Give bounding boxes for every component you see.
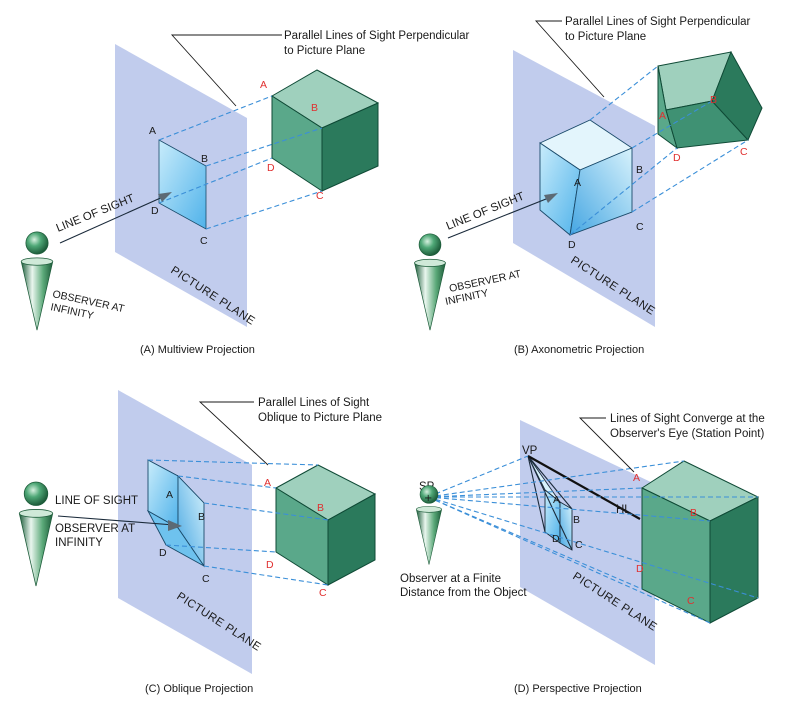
horizon-line xyxy=(527,455,641,520)
arrow-icon xyxy=(544,193,558,203)
sight-lines xyxy=(427,455,759,624)
point-label-c: C xyxy=(636,221,644,233)
object-label-c: C xyxy=(316,190,324,202)
arrow-icon xyxy=(168,520,182,531)
sight-line xyxy=(158,157,273,204)
vanishing-point-label: VP xyxy=(522,445,538,457)
point-label-c: C xyxy=(200,235,208,247)
note-leader xyxy=(534,20,605,98)
line-of-sight-arrow xyxy=(447,196,552,239)
note-leader xyxy=(198,401,269,466)
point-label-d: D xyxy=(159,547,167,559)
cube xyxy=(640,460,760,624)
point-label-b: B xyxy=(573,514,580,526)
line-of-sight-arrow xyxy=(59,195,166,244)
point-label-d: D xyxy=(568,239,576,251)
panel-perspective: Lines of Sight Converge at the Observer'… xyxy=(400,413,765,695)
note-line-2: to Picture Plane xyxy=(284,45,365,57)
point-label-c: C xyxy=(575,539,583,551)
note-line-2: Observer's Eye (Station Point) xyxy=(610,428,764,440)
object-label-d: D xyxy=(267,162,275,174)
sight-line xyxy=(147,459,319,466)
note-leader xyxy=(578,417,635,473)
observer-figure-icon xyxy=(18,481,54,587)
note-leader xyxy=(170,34,282,107)
sight-line xyxy=(205,190,323,230)
point-label-b: B xyxy=(636,164,643,176)
note-line-1: Parallel Lines of Sight Perpendicular xyxy=(284,30,470,42)
panel-oblique: Parallel Lines of Sight Oblique to Pictu… xyxy=(18,390,382,695)
caption: (A) Multiview Projection xyxy=(140,344,255,356)
caption: (C) Oblique Projection xyxy=(145,683,253,695)
caption: (B) Axonometric Projection xyxy=(514,344,644,356)
object-label-c: C xyxy=(740,146,748,158)
point-label-a: A xyxy=(166,489,173,501)
object-label-b: B xyxy=(317,502,324,514)
observer-figure-icon xyxy=(414,233,446,331)
object-label-a: A xyxy=(633,472,640,484)
picture-plane xyxy=(520,420,655,665)
line-of-sight-label: LINE OF SIGHT xyxy=(55,495,138,507)
note-line-1: Lines of Sight Converge at the xyxy=(610,413,765,425)
object-label-d: D xyxy=(673,152,681,164)
observer-figure-icon xyxy=(20,231,54,331)
object-label-c: C xyxy=(319,587,327,599)
cube xyxy=(657,50,763,150)
observer-label-line-1: Observer at a Finite xyxy=(400,573,501,585)
panel-axonometric: Parallel Lines of Sight Perpendicular to… xyxy=(414,16,763,356)
note-line-2: to Picture Plane xyxy=(565,31,646,43)
cube xyxy=(275,464,377,586)
object-label-a: A xyxy=(260,79,267,91)
projected-oblique-shape xyxy=(146,459,205,568)
sight-line xyxy=(203,502,329,521)
sight-line xyxy=(158,95,273,141)
horizon-line-label: HL xyxy=(616,504,631,516)
object-label-b: B xyxy=(710,94,717,106)
point-label-b: B xyxy=(198,511,205,523)
sight-line xyxy=(569,147,678,236)
svg-text:+: + xyxy=(424,493,432,504)
line-of-sight-arrow xyxy=(57,515,175,526)
panel-multiview: Parallel Lines of Sight Perpendicular to… xyxy=(20,30,470,356)
sight-line xyxy=(589,65,659,121)
cube xyxy=(271,69,380,192)
arrow-icon xyxy=(158,192,172,202)
projected-cube xyxy=(539,119,633,236)
caption: (D) Perspective Projection xyxy=(514,683,642,695)
projected-perspective-shape xyxy=(527,455,573,551)
note-line-1: Parallel Lines of Sight Perpendicular xyxy=(565,16,751,28)
sight-line xyxy=(631,139,749,213)
observer-label-line-1: OBSERVER AT xyxy=(55,523,135,535)
sight-line xyxy=(203,565,329,586)
point-label-a: A xyxy=(149,125,156,137)
sight-line xyxy=(177,475,277,489)
note-line-2: Oblique to Picture Plane xyxy=(258,412,382,424)
note-line-1: Parallel Lines of Sight xyxy=(258,397,370,409)
object-label-d: D xyxy=(636,563,644,575)
point-label-a: A xyxy=(553,494,560,506)
point-label-d: D xyxy=(151,205,159,217)
object-label-a: A xyxy=(659,110,666,122)
observer-label-line-2: INFINITY xyxy=(55,537,103,549)
sight-line xyxy=(165,544,277,553)
object-label-c: C xyxy=(687,595,695,607)
object-label-b: B xyxy=(311,102,318,114)
point-label-a: A xyxy=(574,177,581,189)
object-label-b: B xyxy=(690,507,697,519)
object-label-d: D xyxy=(266,559,274,571)
point-label-b: B xyxy=(201,153,208,165)
sight-line xyxy=(205,127,323,167)
observer-label-line-2: Distance from the Object xyxy=(400,587,527,599)
point-label-c: C xyxy=(202,573,210,585)
object-label-a: A xyxy=(264,477,271,489)
point-label-d: D xyxy=(552,533,560,545)
